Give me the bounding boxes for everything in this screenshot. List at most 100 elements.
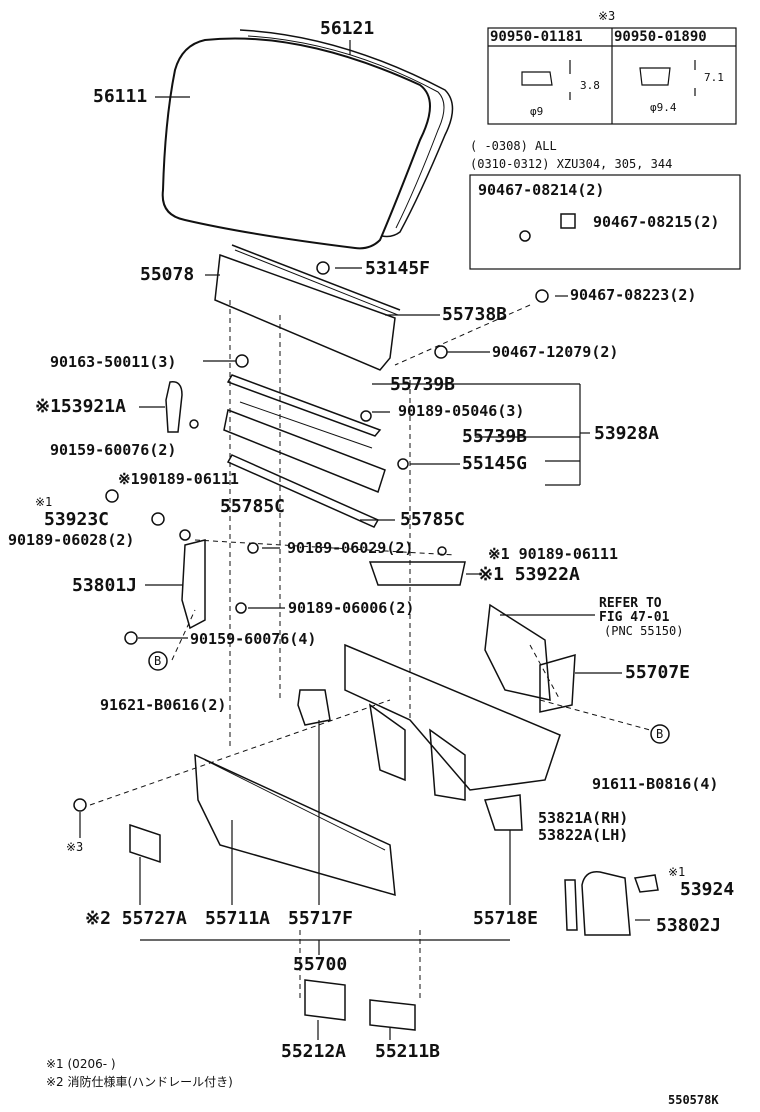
cowl-top-frame (344, 643, 561, 791)
applicability-line1: ( -0308) ALL (470, 139, 557, 153)
pad-55211b (369, 999, 416, 1031)
label-55717f: 55717F (288, 908, 354, 929)
fig-ref-line2: FIG 47-01 (599, 610, 670, 625)
label-90189-06111-b: ※1 90189-06111 (488, 545, 618, 563)
label-55211b: 55211B (375, 1041, 441, 1062)
label-53923c: 53923C (44, 509, 110, 530)
label-90189-06006: 90189-06006(2) (288, 599, 415, 617)
label-55078: 55078 (140, 264, 195, 285)
label-mark3: ※3 (66, 840, 84, 854)
label-55739b-mid: 55739B (462, 426, 528, 447)
screw-90189-06029 (247, 542, 259, 554)
label-56111: 56111 (93, 86, 148, 107)
cover-53802j (581, 871, 631, 936)
clip-53924 (633, 874, 659, 893)
label-55738b: 55738B (442, 304, 508, 325)
circle-b-left (148, 651, 168, 671)
clip-90467-08214 (519, 230, 531, 242)
windshield-weatherstrip (239, 29, 454, 238)
grille-panel (223, 408, 386, 493)
circle-b-left-text: B (154, 654, 162, 668)
label-90159-60076-2: 90159-60076(2) (50, 441, 177, 459)
label-90189-05046: 90189-05046(3) (398, 402, 525, 420)
label-90467-08215: 90467-08215(2) (593, 213, 720, 231)
clip-90467-12079 (434, 345, 448, 359)
label-53928a: 53928A (594, 423, 660, 444)
label-53802j: 53802J (656, 915, 722, 936)
clip-53145f (316, 261, 330, 275)
bolt-90163-50011 (235, 354, 249, 368)
label-53145f: 53145F (365, 258, 431, 279)
cowl-louver (214, 253, 396, 371)
variant-marker: ※3 (598, 9, 616, 23)
label-90159-60076-4: 90159-60076(4) (190, 630, 317, 648)
label-55739b-upper: 55739B (390, 374, 456, 395)
label-53922a: ※1 53922A (478, 564, 580, 585)
fig-ref-line1: REFER TO (599, 596, 662, 611)
figure-id: 550578K (668, 1093, 719, 1107)
label-53801j: 53801J (72, 575, 138, 596)
screw-90189-06111-b (437, 546, 447, 556)
label-91611-b0816: 91611-B0816(4) (592, 775, 719, 793)
label-55145g: 55145G (462, 453, 528, 474)
variant-col2: 90950-01890 (614, 29, 707, 45)
dim2-diameter: φ9.4 (650, 101, 677, 114)
lower-panel-55711a (194, 753, 396, 897)
cover-53921a (165, 381, 183, 433)
label-53821a: 53821A(RH) (538, 809, 629, 827)
label-53822a: 53822A(LH) (538, 826, 629, 844)
label-55711a: 55711A (205, 908, 271, 929)
screw-90189-06028 (179, 529, 191, 541)
label-53921a: ※153921A (35, 396, 126, 417)
label-90467-12079: 90467-12079(2) (492, 343, 619, 361)
strip-55785c (226, 454, 380, 528)
clip-mark3 (73, 798, 87, 812)
dim2-height: 7.1 (704, 71, 724, 84)
label-55718e: 55718E (473, 908, 539, 929)
bolt-90159-60076 (105, 489, 119, 503)
dim1-diameter: φ9 (530, 105, 544, 118)
footnote-2: ※2 消防仕様車(ハンドレール付き) (46, 1075, 233, 1089)
label-55707e: 55707E (625, 662, 691, 683)
screw-90189-06111 (189, 419, 199, 429)
label-55727a: ※2 55727A (85, 908, 187, 929)
pad-55212a (304, 979, 346, 1021)
bracket-53801j (181, 539, 206, 630)
clip-90467-08215 (560, 213, 576, 229)
label-90189-06028: 90189-06028(2) (8, 531, 135, 549)
label-56121: 56121 (320, 18, 375, 39)
label-91621-b0616: 91621-B0616(2) (100, 696, 227, 714)
label-90467-08223: 90467-08223(2) (570, 286, 697, 304)
plate-55727a (129, 823, 161, 864)
label-90467-08214: 90467-08214(2) (478, 181, 605, 199)
label-90189-06111-a: ※190189-06111 (118, 470, 239, 488)
label-55212a: 55212A (281, 1041, 347, 1062)
fig-ref-line3: (PNC 55150) (604, 624, 684, 638)
label-55785c-b: 55785C (400, 509, 466, 530)
applicability-box (469, 174, 741, 270)
clip-53923c (151, 512, 165, 526)
bracket-55707e (484, 603, 551, 701)
label-53924: 53924 (680, 879, 735, 900)
circle-b-right-text: B (656, 727, 664, 741)
screw-90189-06006 (235, 602, 247, 614)
label-53923c-mark: ※1 (35, 495, 53, 509)
footnote-1: ※1 (0206- ) (46, 1057, 116, 1071)
screw-90189-05046 (360, 410, 372, 422)
label-55700: 55700 (293, 954, 348, 975)
clip-90467-08223 (535, 289, 549, 303)
cover-53922a (368, 561, 466, 586)
label-90189-06029: 90189-06029(2) (287, 539, 414, 557)
label-55785c-a: 55785C (220, 496, 286, 517)
bracket-55717f (297, 689, 331, 726)
clip-55145g (397, 458, 409, 470)
moulding-upper (226, 374, 382, 437)
circle-b-right (650, 724, 670, 744)
windshield-glass (161, 37, 431, 250)
applicability-line2: (0310-0312) XZU304, 305, 344 (470, 157, 673, 171)
variant-col1: 90950-01181 (490, 29, 583, 45)
dim1-height: 3.8 (580, 79, 600, 92)
bracket-53821a (484, 794, 523, 831)
